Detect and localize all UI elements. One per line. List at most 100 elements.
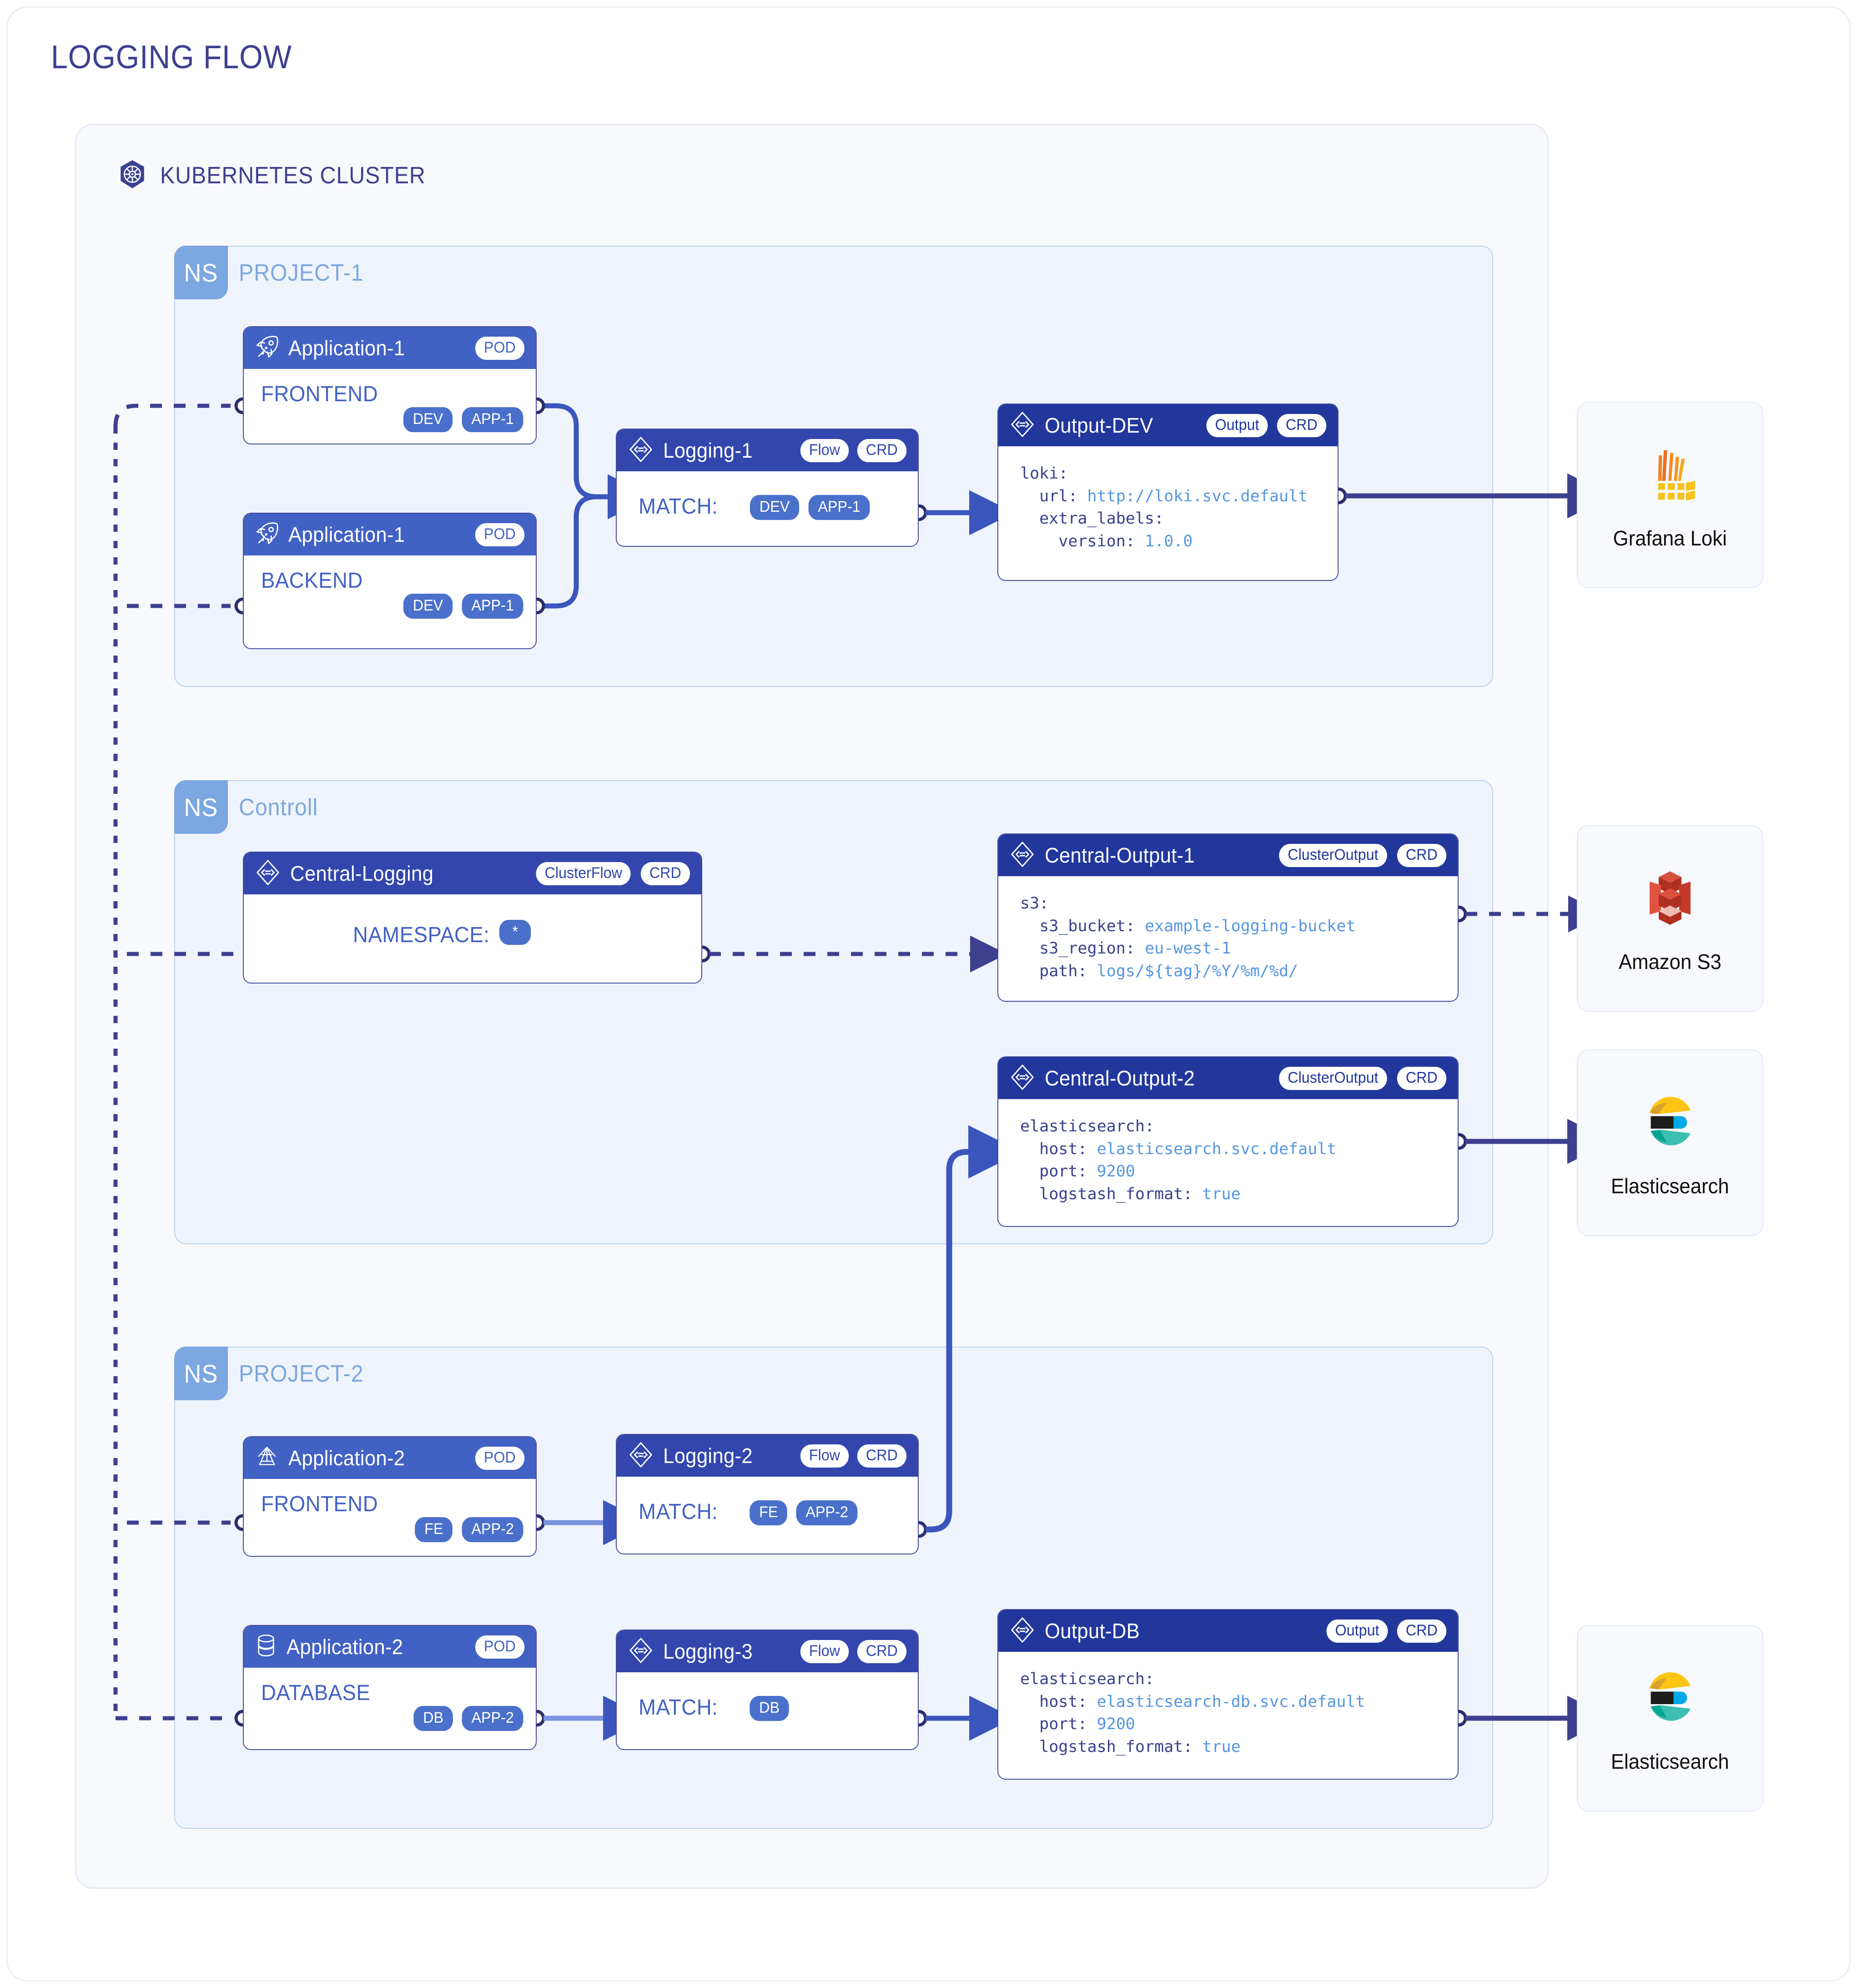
kind-pill: ClusterFlow bbox=[536, 862, 631, 885]
card-title: Application-1 bbox=[288, 336, 405, 360]
destination-label: Elasticsearch bbox=[1611, 1749, 1729, 1773]
tag: APP-1 bbox=[462, 407, 523, 432]
card-title: Logging-1 bbox=[663, 439, 753, 462]
tag: APP-2 bbox=[796, 1500, 858, 1525]
card-header: Application-2 POD bbox=[244, 1437, 536, 1479]
card-header: Output-DB Output CRD bbox=[998, 1610, 1458, 1652]
namespace-badge: NS bbox=[174, 1347, 228, 1400]
card-title: Application-2 bbox=[288, 1446, 405, 1470]
database-icon bbox=[254, 1633, 278, 1661]
tag: FE bbox=[415, 1517, 453, 1542]
card-body: FRONTEND DEV APP-1 bbox=[244, 369, 536, 444]
card-header: Central-Logging ClusterFlow CRD bbox=[244, 853, 701, 894]
diagram-canvas: LOGGING FLOW bbox=[6, 6, 1851, 1982]
crd-diamond-icon bbox=[254, 858, 282, 889]
destination-elasticsearch-db[interactable]: Elasticsearch bbox=[1577, 1625, 1763, 1811]
tag-row: DEV APP-1 bbox=[402, 594, 525, 619]
grafana-loki-icon bbox=[1636, 440, 1704, 510]
card-title: Central-Output-1 bbox=[1045, 843, 1195, 867]
amazon-s3-icon bbox=[1636, 863, 1704, 934]
page-title: LOGGING FLOW bbox=[51, 39, 292, 76]
tag-row: * bbox=[498, 920, 532, 945]
card-body: s3: s3_bucket: example-logging-bucket s3… bbox=[998, 876, 1458, 1001]
node-output-dev[interactable]: Output-DEV Output CRD loki: url: http://… bbox=[997, 404, 1339, 581]
kind-pill: Flow bbox=[800, 439, 849, 462]
header-pills: POD bbox=[474, 523, 526, 546]
header-pills: Flow CRD bbox=[799, 1444, 908, 1468]
node-output-db[interactable]: Output-DB Output CRD elasticsearch: host… bbox=[997, 1609, 1459, 1780]
node-app2-frontend[interactable]: Application-2 POD FRONTEND FE APP-2 bbox=[243, 1436, 537, 1557]
tag-row: DB APP-2 bbox=[413, 1706, 525, 1731]
tag: DEV bbox=[750, 495, 800, 520]
body-label: NAMESPACE: bbox=[353, 923, 490, 947]
crd-pill: CRD bbox=[1397, 843, 1447, 867]
kind-pill: ClusterOutput bbox=[1278, 1066, 1387, 1090]
header-pills: POD bbox=[474, 1635, 526, 1659]
crd-pill: CRD bbox=[857, 439, 907, 462]
kind-pill: Flow bbox=[800, 1444, 849, 1468]
card-title: Application-1 bbox=[288, 523, 405, 546]
kind-pill: POD bbox=[475, 336, 525, 360]
tag: DEV bbox=[403, 407, 453, 432]
node-app1-frontend[interactable]: Application-1 POD FRONTEND DEV APP-1 bbox=[243, 326, 537, 444]
elasticsearch-icon bbox=[1636, 1088, 1704, 1158]
header-pills: POD bbox=[474, 336, 526, 360]
card-body: MATCH: FE APP-2 bbox=[617, 1477, 918, 1554]
yaml-block: s3: s3_bucket: example-logging-bucket s3… bbox=[1020, 894, 1356, 981]
kind-pill: POD bbox=[475, 1635, 525, 1659]
card-body: NAMESPACE: * bbox=[244, 894, 701, 983]
card-header: Central-Output-1 ClusterOutput CRD bbox=[998, 834, 1458, 876]
card-header: Output-DEV Output CRD bbox=[998, 404, 1338, 446]
card-title: Central-Output-2 bbox=[1045, 1066, 1195, 1090]
node-central-output-2[interactable]: Central-Output-2 ClusterOutput CRD elast… bbox=[997, 1056, 1459, 1227]
crd-diamond-icon bbox=[1008, 1063, 1037, 1094]
destination-label: Grafana Loki bbox=[1613, 526, 1727, 550]
elasticsearch-icon bbox=[1636, 1663, 1704, 1734]
crd-pill: CRD bbox=[641, 862, 690, 885]
header-pills: Output CRD bbox=[1325, 1619, 1448, 1643]
destination-elasticsearch-central[interactable]: Elasticsearch bbox=[1577, 1050, 1763, 1236]
card-title: Central-Logging bbox=[290, 862, 434, 885]
body-label: FRONTEND bbox=[261, 1492, 378, 1516]
card-header: Logging-2 Flow CRD bbox=[617, 1435, 918, 1477]
destination-amazon-s3[interactable]: Amazon S3 bbox=[1577, 825, 1763, 1012]
card-body: BACKEND DEV APP-1 bbox=[244, 555, 536, 648]
namespace-badge: NS bbox=[174, 246, 228, 299]
crd-diamond-icon bbox=[627, 1441, 655, 1471]
body-label: MATCH: bbox=[639, 1695, 718, 1720]
kind-pill: Output bbox=[1206, 414, 1268, 437]
card-header: Logging-3 Flow CRD bbox=[617, 1630, 918, 1672]
namespace-name: PROJECT-1 bbox=[239, 260, 364, 286]
card-body: loki: url: http://loki.svc.default extra… bbox=[998, 446, 1338, 580]
yaml-block: elasticsearch: host: elasticsearch.svc.d… bbox=[1020, 1117, 1337, 1204]
header-pills: ClusterOutput CRD bbox=[1276, 1066, 1448, 1090]
crd-diamond-icon bbox=[1008, 1616, 1037, 1646]
node-logging-3[interactable]: Logging-3 Flow CRD MATCH: DB bbox=[616, 1630, 919, 1750]
node-central-output-1[interactable]: Central-Output-1 ClusterOutput CRD s3: s… bbox=[997, 833, 1459, 1002]
card-title: Logging-2 bbox=[663, 1444, 753, 1468]
tag: APP-1 bbox=[808, 495, 870, 520]
yaml-block: loki: url: http://loki.svc.default extra… bbox=[1020, 464, 1308, 551]
card-header: Central-Output-2 ClusterOutput CRD bbox=[998, 1057, 1458, 1099]
node-logging-2[interactable]: Logging-2 Flow CRD MATCH: FE APP-2 bbox=[616, 1434, 919, 1554]
card-header: Application-1 POD bbox=[244, 514, 536, 555]
node-app1-backend[interactable]: Application-1 POD BACKEND DEV APP-1 bbox=[243, 513, 537, 649]
body-label: MATCH: bbox=[639, 1500, 718, 1524]
kind-pill: ClusterOutput bbox=[1278, 843, 1387, 867]
node-app2-database[interactable]: Application-2 POD DATABASE DB APP-2 bbox=[243, 1625, 537, 1750]
destination-grafana-loki[interactable]: Grafana Loki bbox=[1577, 402, 1763, 588]
node-central-logging[interactable]: Central-Logging ClusterFlow CRD NAMESPAC… bbox=[243, 852, 702, 984]
crd-pill: CRD bbox=[1397, 1066, 1447, 1090]
tag: DB bbox=[413, 1706, 453, 1731]
antenna-icon bbox=[254, 1444, 280, 1473]
node-logging-1[interactable]: Logging-1 Flow CRD MATCH: DEV APP-1 bbox=[616, 429, 919, 547]
card-title: Application-2 bbox=[287, 1635, 403, 1659]
crd-diamond-icon bbox=[1008, 840, 1037, 871]
tag: APP-2 bbox=[462, 1517, 523, 1542]
cluster-header: KUBERNETES CLUSTER bbox=[117, 159, 446, 192]
card-body: DATABASE DB APP-2 bbox=[244, 1668, 536, 1749]
header-pills: POD bbox=[474, 1446, 526, 1470]
crd-pill: CRD bbox=[1397, 1619, 1447, 1643]
card-title: Logging-3 bbox=[663, 1640, 753, 1663]
card-body: FRONTEND FE APP-2 bbox=[244, 1479, 536, 1556]
